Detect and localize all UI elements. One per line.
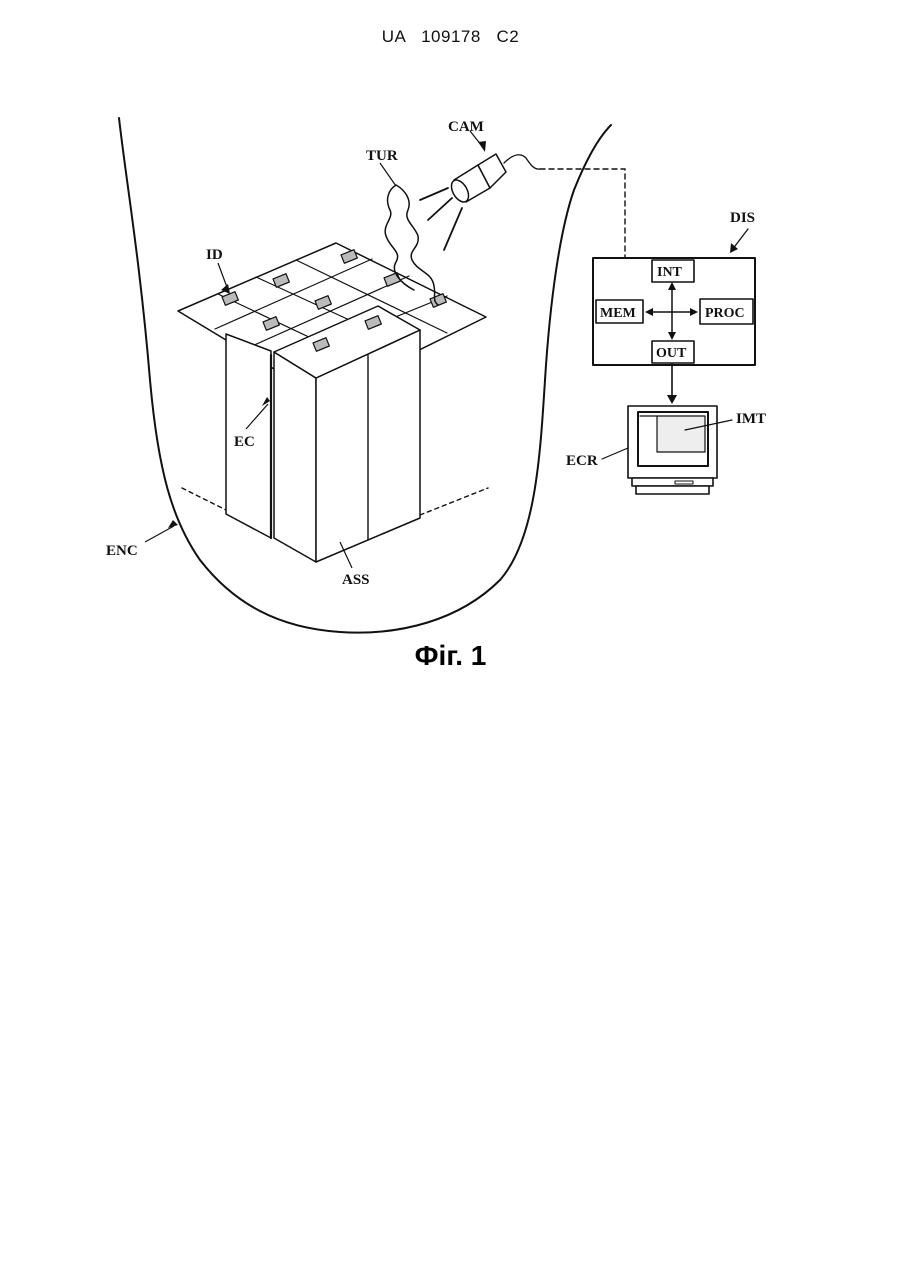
label-ecr: ECR [566,453,598,469]
label-tur: TUR [366,148,398,164]
label-ass: ASS [342,572,370,588]
assembly-column-2-front [274,352,316,562]
figure-caption: Фіг. 1 [0,640,901,672]
label-cam: CAM [448,119,484,135]
floor-line-right [420,488,488,515]
label-enc: ENC [106,543,138,559]
floor-line-left [182,488,226,510]
label-int: INT [657,265,683,280]
label-ec: EC [234,434,255,450]
monitor-ecr [628,406,717,494]
label-dis: DIS [730,210,755,226]
figure-1-drawing: CAM TUR ID DIS INT MEM PROC OUT IMT ECR … [0,0,901,700]
label-imt: IMT [736,411,766,427]
label-out: OUT [656,346,687,361]
label-mem: MEM [600,306,636,321]
camera-cam [448,154,540,205]
label-id: ID [206,247,223,263]
label-proc: PROC [705,306,745,321]
link-cam-dis [540,169,625,258]
